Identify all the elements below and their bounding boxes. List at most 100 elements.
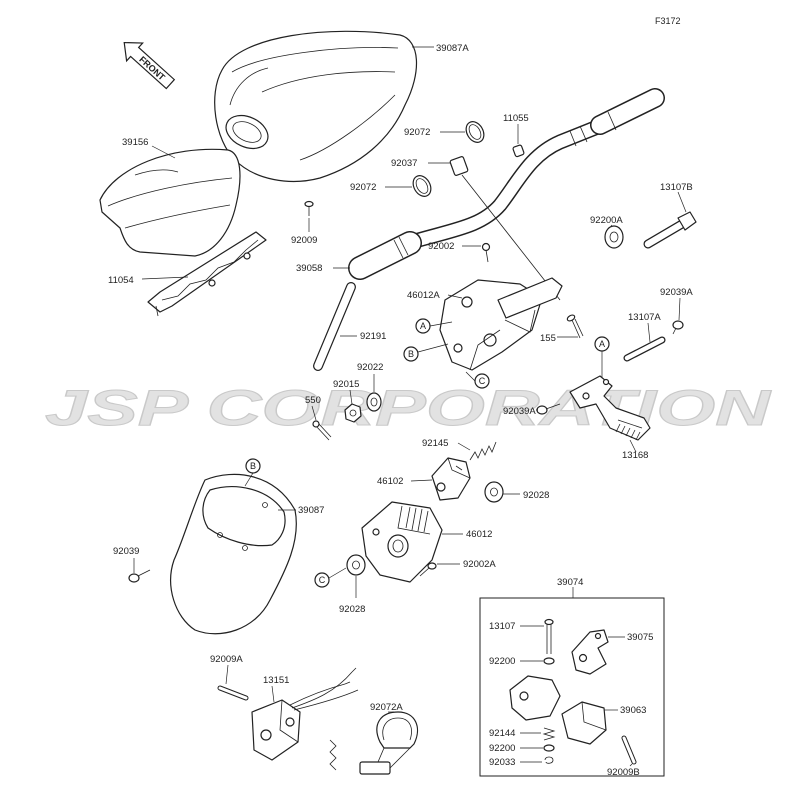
screw-92039A-right	[672, 320, 684, 335]
label-92039A-right: 92039A	[660, 287, 693, 298]
ref-mark-c-lower: C	[314, 572, 330, 588]
label-13107: 13107	[489, 621, 515, 632]
label-92200-lower: 92200	[489, 743, 515, 754]
housing-46012	[361, 501, 443, 583]
label-92009B: 92009B	[607, 767, 640, 778]
label-92033: 92033	[489, 757, 515, 768]
rod-92191	[313, 282, 356, 371]
label-92002A: 92002A	[463, 559, 496, 570]
clamp-92072A	[329, 711, 419, 775]
label-92002: 92002	[428, 241, 454, 252]
label-92039: 92039	[113, 546, 139, 557]
screw-92009	[304, 200, 314, 216]
label-92009: 92009	[291, 235, 317, 246]
washer-92022	[366, 392, 382, 412]
part-39075	[571, 629, 609, 675]
label-92144: 92144	[489, 728, 515, 739]
label-13107A: 13107A	[628, 312, 661, 323]
washer-92028-right	[484, 481, 504, 503]
label-92072-lower: 92072	[350, 182, 376, 193]
grip-39058	[348, 231, 422, 280]
cover-39087	[170, 473, 297, 635]
bolt-92009A	[217, 685, 249, 701]
ref-mark-b-left-text: B	[408, 349, 414, 359]
spring-92145	[469, 441, 497, 461]
label-92028-right: 92028	[523, 490, 549, 501]
switch-13151	[251, 667, 359, 761]
label-92072-upper: 92072	[404, 127, 430, 138]
label-39063: 39063	[620, 705, 646, 716]
label-39074: 39074	[557, 577, 583, 588]
front-arrow-shape	[123, 41, 176, 90]
pin-550	[312, 420, 332, 441]
label-13151: 13151	[263, 675, 289, 686]
label-92191: 92191	[360, 331, 386, 342]
label-92072A: 92072A	[370, 702, 403, 713]
figure-code: F3172	[655, 16, 681, 26]
label-39075: 39075	[627, 632, 653, 643]
body-39063	[509, 675, 607, 745]
label-92022: 92022	[357, 362, 383, 373]
label-92039A-left: 92039A	[503, 406, 536, 417]
label-46012: 46012	[466, 529, 492, 540]
label-92015: 92015	[333, 379, 359, 390]
screw-92002	[481, 242, 491, 263]
label-13107B: 13107B	[660, 182, 693, 193]
label-550: 550	[305, 395, 321, 406]
pad-39156	[99, 148, 241, 257]
pin-13107A	[623, 336, 666, 362]
washer-92200-lower	[543, 744, 555, 752]
clip-11055	[512, 144, 525, 158]
label-39087: 39087	[298, 505, 324, 516]
label-11055: 11055	[503, 113, 529, 124]
label-11054: 11054	[108, 275, 134, 286]
block-92037	[449, 156, 561, 301]
ref-mark-b-lower-text: B	[250, 461, 256, 471]
washer-92200-upper	[543, 657, 555, 665]
label-92200-upper: 92200	[489, 656, 515, 667]
label-39156: 39156	[122, 137, 148, 148]
grip-right	[590, 88, 665, 135]
circlip-92033	[544, 756, 554, 764]
ref-mark-a-left: A	[415, 318, 431, 334]
ref-mark-b-lower: B	[245, 458, 261, 474]
handlebar	[397, 118, 608, 252]
label-92145: 92145	[422, 438, 448, 449]
part-46102	[431, 457, 471, 501]
bracket-13168	[569, 375, 651, 441]
label-92200A: 92200A	[590, 215, 623, 226]
washer-92200A	[604, 225, 624, 249]
pin-13107B	[643, 211, 697, 249]
label-46102: 46102	[377, 476, 403, 487]
ref-mark-a-right: A	[594, 336, 610, 352]
label-92037: 92037	[391, 158, 417, 169]
ref-mark-b-left: B	[403, 346, 419, 362]
kit-box-39074	[479, 587, 665, 777]
label-92028-bottom: 92028	[339, 604, 365, 615]
screw-155	[566, 314, 584, 339]
clamp-92072-lower	[412, 175, 432, 197]
ref-mark-c-mid: C	[474, 373, 490, 389]
label-39058: 39058	[296, 263, 322, 274]
ref-mark-c-lower-text: C	[319, 575, 326, 585]
watermark-text: JSP CORPORATION	[45, 380, 771, 436]
bolt-92009B	[621, 735, 637, 765]
cover-39087A	[214, 30, 417, 183]
housing-46012A	[439, 277, 563, 371]
bracket-11054	[147, 231, 267, 317]
ref-mark-c-mid-text: C	[479, 376, 486, 386]
front-arrow: FRONT	[123, 41, 176, 90]
label-92009A: 92009A	[210, 654, 243, 665]
kit-box-frame	[479, 597, 665, 777]
bolt-13107	[544, 618, 554, 654]
spring-92144	[542, 727, 556, 741]
screw-92002A	[419, 562, 437, 577]
label-155: 155	[540, 333, 556, 344]
label-13168: 13168	[622, 450, 648, 461]
screw-92039	[128, 569, 151, 583]
ref-mark-a-right-text: A	[599, 339, 605, 349]
label-39087A: 39087A	[436, 43, 469, 54]
ref-mark-a-left-text: A	[420, 321, 426, 331]
label-46012A: 46012A	[407, 290, 440, 301]
